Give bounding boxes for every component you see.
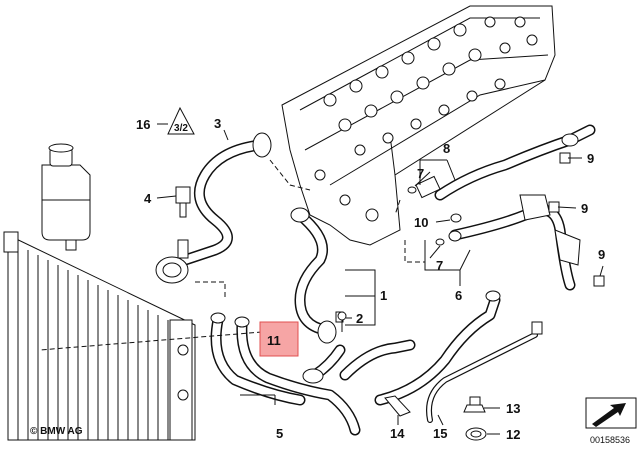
callout-13: 13 (506, 401, 520, 416)
callout-5: 5 (276, 426, 283, 441)
diagram-id: 00158536 (590, 435, 630, 445)
callout-11: 11 (267, 333, 281, 348)
callout-1: 1 (380, 288, 387, 303)
callout-8: 8 (443, 141, 450, 156)
callout-2: 2 (356, 311, 363, 326)
callout-3: 3 (214, 116, 221, 131)
bolt-9c (593, 275, 605, 287)
callout-labels: 16 3 4 1 2 11 5 14 15 13 12 6 7 7 8 10 9… (136, 116, 605, 442)
radiator (3, 231, 196, 441)
callout-9a: 9 (587, 151, 594, 166)
callout-10: 10 (414, 215, 428, 230)
callout-14: 14 (390, 426, 405, 441)
callout-4: 4 (144, 191, 152, 206)
expansion-tank (41, 143, 91, 251)
hose-6 (448, 194, 581, 291)
copyright-text: © BMW AG (30, 426, 83, 437)
hose-8 (415, 124, 596, 201)
clamp-12 (465, 427, 487, 441)
arrow-icon (585, 397, 637, 429)
bolt-9b (548, 201, 560, 213)
callout-7b: 7 (436, 258, 443, 273)
callout-12: 12 (506, 427, 520, 442)
seal-7b (435, 238, 445, 246)
hose-14 (339, 290, 501, 417)
callout-9c: 9 (598, 247, 605, 262)
highlight-box-11 (259, 321, 299, 357)
hose-1 (290, 207, 346, 384)
hose-5 (210, 312, 361, 436)
callout-15: 15 (433, 426, 447, 441)
warning-symbol: 3/2 (167, 106, 195, 135)
clip-10 (450, 213, 462, 223)
hose-3 (179, 132, 272, 266)
callout-7a: 7 (417, 166, 424, 181)
pipe-15 (426, 321, 543, 423)
screw-2 (337, 311, 347, 332)
nut-13 (463, 396, 486, 413)
leader-lines (39, 123, 604, 435)
callout-6: 6 (455, 288, 462, 303)
seal-7a (407, 186, 417, 194)
thermostat-housing (155, 239, 189, 284)
svg-text:3/2: 3/2 (174, 123, 188, 134)
callout-16: 16 (136, 117, 150, 132)
temperature-sensor (175, 186, 191, 218)
engine-cylinder-head (281, 5, 556, 246)
callout-9b: 9 (581, 201, 588, 216)
